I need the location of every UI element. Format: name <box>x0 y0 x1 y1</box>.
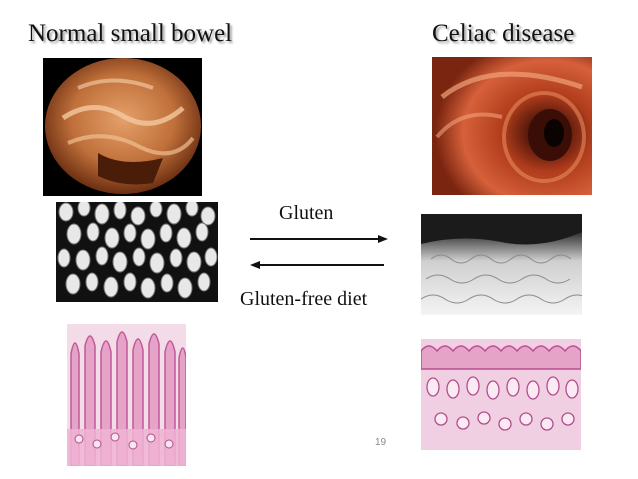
heading-normal-small-bowel: Normal small bowel <box>28 20 233 47</box>
heading-celiac-disease: Celiac disease <box>432 20 575 47</box>
normal-endoscopy-image <box>43 58 202 196</box>
arrows-group <box>250 235 388 269</box>
celiac-endoscopy-image <box>432 57 592 195</box>
normal-histology-image <box>67 324 186 466</box>
normal-villi-sem-image <box>56 202 218 302</box>
celiac-histology-image <box>421 339 581 450</box>
gluten-label: Gluten <box>279 202 334 224</box>
arrow-left-icon <box>250 261 384 269</box>
celiac-flat-mucosa-sem-image <box>421 214 582 315</box>
page-number: 19 <box>375 437 387 448</box>
arrow-right-icon <box>250 235 388 243</box>
gluten-free-diet-label: Gluten-free diet <box>240 288 368 310</box>
